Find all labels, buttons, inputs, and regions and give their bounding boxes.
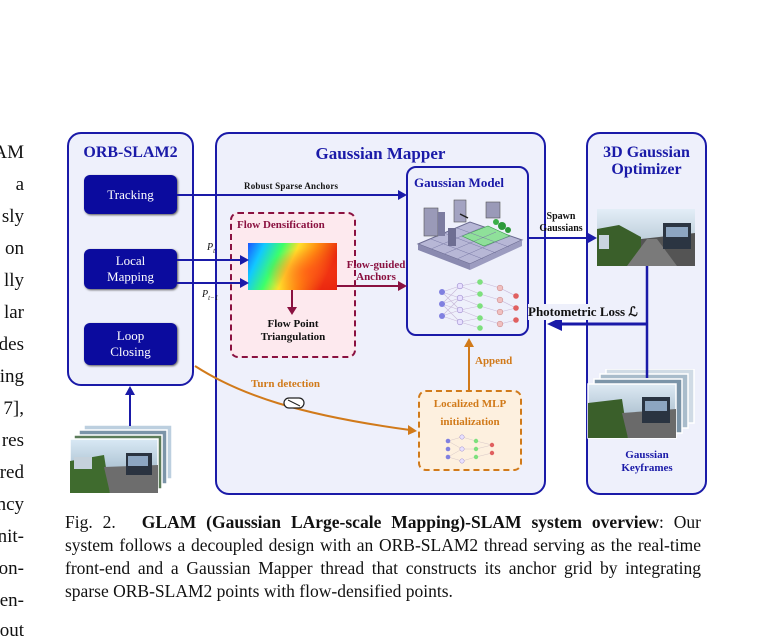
voxel-grid-image: [416, 199, 524, 270]
left-text-line: des: [0, 334, 24, 355]
gaussian-keyframes-label: Gaussian Keyframes: [600, 449, 694, 475]
spawn-label-1: Spawn: [546, 211, 576, 222]
local-mapping-label-2: Mapping: [107, 269, 154, 284]
left-text-line: sly: [1, 206, 24, 227]
left-text-line: ing: [0, 366, 24, 387]
flow-guided-label: Flow-guided Anchors: [344, 259, 408, 283]
flow-down-arrow: [287, 290, 297, 315]
gaussian-keyframes-label-1: Gaussian: [625, 449, 669, 461]
local-mapping-block: Local Mapping: [84, 249, 177, 289]
pt1-label-sub: t−1: [208, 294, 219, 302]
turn-detection-label: Turn detection: [251, 378, 320, 390]
spawn-gaussians-label: Spawn Gaussians: [533, 211, 589, 234]
loop-closing-label-2: Closing: [110, 344, 151, 359]
left-text-line: en-: [0, 590, 24, 611]
left-text-line: on-: [0, 558, 24, 579]
caption-body: : Our system follows a decoupled design …: [65, 512, 701, 601]
localized-mlp-title-1: Localized MLP: [433, 398, 507, 410]
left-text-line: red: [0, 462, 24, 483]
figure-caption: Fig. 2. GLAM (Gaussian LArge-scale Mappin…: [65, 511, 701, 603]
tracking-block: Tracking: [84, 175, 177, 214]
pt-label: Pt: [207, 242, 215, 255]
left-text-line: on: [5, 238, 24, 259]
neural-network-image: [439, 279, 519, 331]
localized-mlp-title: Localized MLP initialization: [420, 396, 520, 431]
turn-detection-curve: [194, 365, 411, 431]
optimizer-title: 3D Gaussian Optimizer: [588, 144, 705, 179]
optical-flow-image: [248, 243, 337, 290]
append-label: Append: [475, 355, 513, 367]
optimizer-title-line-2: Optimizer: [611, 160, 682, 178]
left-text-line: res: [1, 430, 24, 451]
tracking-label: Tracking: [107, 186, 154, 202]
photometric-loss-label: Photometric Loss ℒ: [528, 304, 638, 320]
rendered-view-image: [597, 209, 695, 266]
flow-point-label-1: Flow Point: [267, 318, 319, 330]
flow-densification-title: Flow Densification: [237, 219, 325, 231]
small-neural-network-image: [445, 434, 495, 464]
left-text-line: ncy: [0, 494, 24, 515]
left-text-line: AM: [0, 142, 24, 163]
left-text-line: a: [15, 174, 24, 195]
optimizer-title-line-1: 3D Gaussian: [603, 144, 690, 161]
gaussian-mapper-title: Gaussian Mapper: [315, 144, 446, 163]
loop-closing-block: Loop Closing: [84, 323, 177, 365]
left-text-line: lar: [3, 302, 24, 323]
left-text-line: nit-: [0, 526, 24, 547]
robust-anchors-label: Robust Sparse Anchors: [244, 181, 339, 191]
localized-mlp-box: [418, 390, 522, 471]
localized-mlp-title-2: initialization: [440, 415, 500, 428]
input-keyframes-image: [70, 425, 173, 494]
pt-label-sub: t: [213, 247, 216, 255]
loop-closing-label-1: Loop: [116, 328, 145, 344]
flow-point-triangulation-label: Flow Point Triangulation: [240, 318, 346, 343]
orb-slam2-title: ORB-SLAM2: [83, 144, 178, 161]
flow-guided-label-2: Anchors: [356, 271, 396, 284]
left-text-line: 7],: [3, 398, 24, 419]
left-text-line: lly: [3, 270, 24, 291]
pt1-label: Pt−1: [202, 289, 218, 302]
gaussian-model-title: Gaussian Model: [414, 175, 504, 190]
flow-point-label-2: Triangulation: [260, 330, 326, 343]
local-mapping-label-1: Local: [115, 253, 146, 269]
pt-label-main: P: [207, 242, 214, 253]
caption-fig-label: Fig. 2.: [65, 512, 116, 532]
caption-bold-title: GLAM (Gaussian LArge-scale Mapping)-SLAM…: [141, 512, 659, 532]
keyframes-to-orb-arrow: [125, 386, 135, 426]
left-text-line: out: [0, 620, 24, 641]
pt1-label-main: P: [202, 289, 209, 300]
flow-guided-label-1: Flow-guided: [346, 259, 406, 271]
gaussian-keyframes-image: [587, 369, 695, 439]
spawn-label-2: Gaussians: [539, 222, 583, 234]
gaussian-keyframes-label-2: Keyframes: [621, 462, 673, 475]
